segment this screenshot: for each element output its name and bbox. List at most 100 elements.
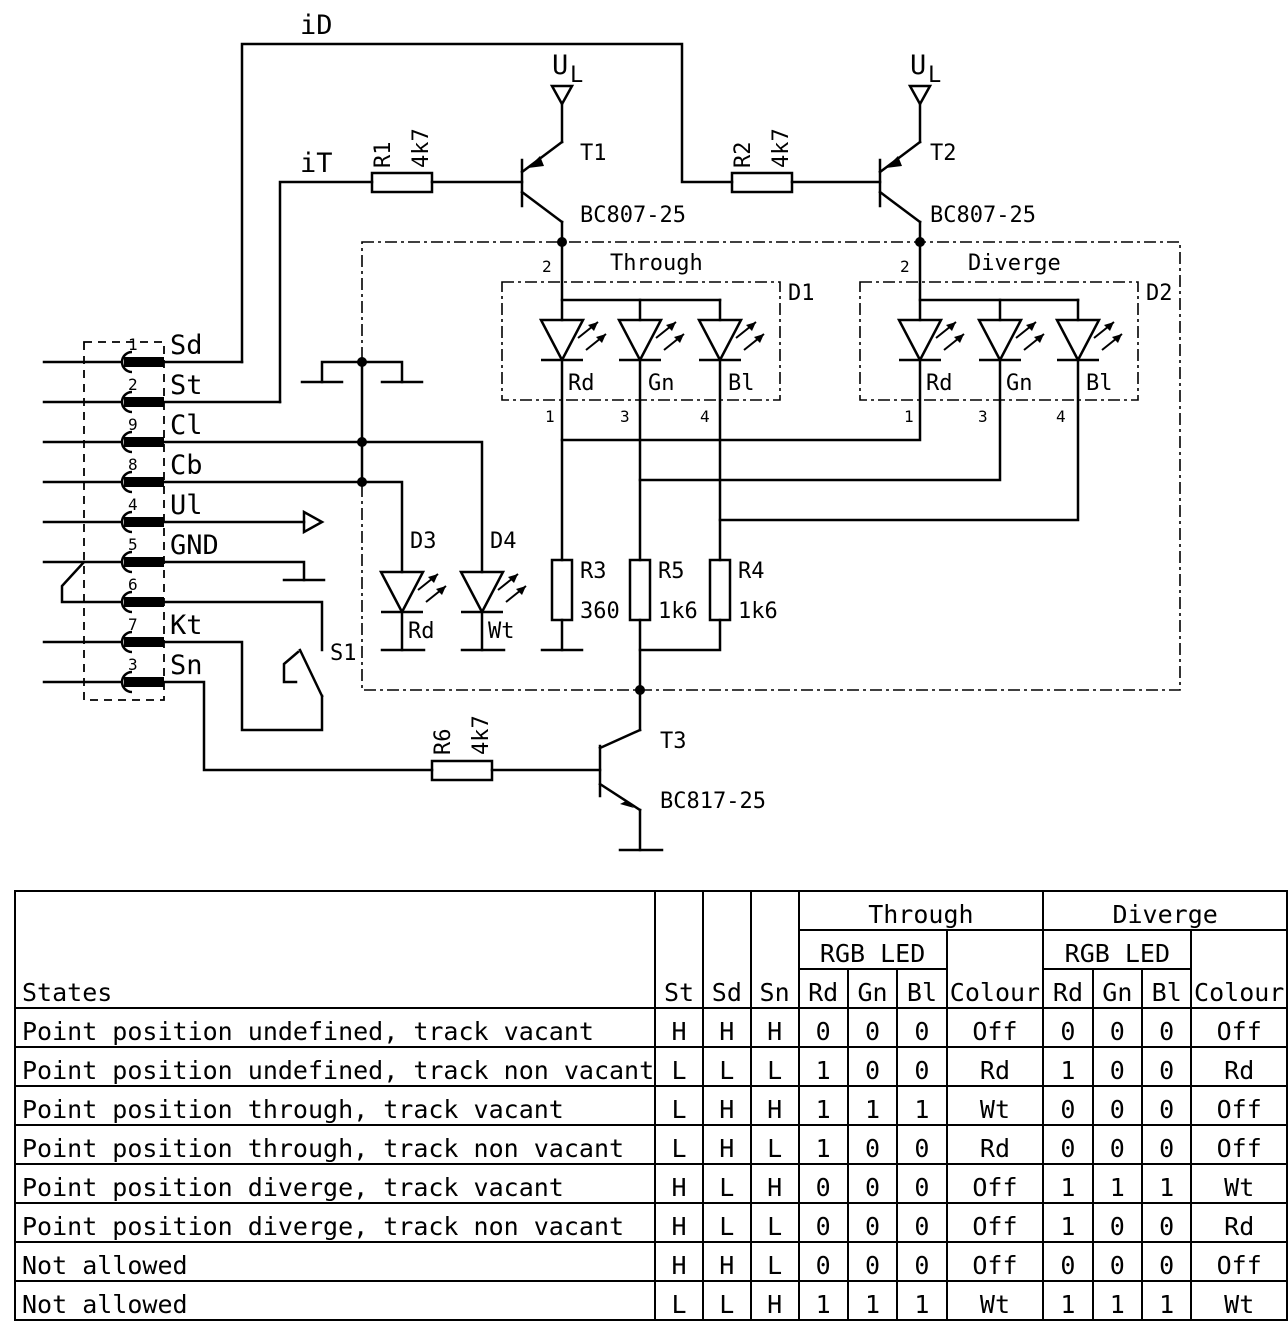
value-cell: 1 [797,1046,849,1087]
r2-value: 4k7 [769,128,794,168]
value-cell: L [701,1163,752,1204]
t1-ref: T1 [580,141,607,166]
wire-it: iT [278,148,374,404]
connector-pin-7: 7 Kt [42,610,324,732]
resistor-r5: R5 1k6 [628,558,698,692]
d1-pin-4: 4 [700,407,710,426]
value-cell: Off [945,1163,1045,1204]
value-cell: 0 [1091,1124,1144,1165]
d2-pin-4: 4 [1056,407,1066,426]
r4-value: 1k6 [738,599,778,624]
svg-text:Cb: Cb [170,450,203,481]
value-cell: 0 [1042,1241,1094,1282]
value-cell: Off [945,1241,1045,1282]
svg-text:Kt: Kt [170,610,203,641]
header-states: States [13,890,657,1009]
value-cell: H [701,1241,752,1282]
value-cell: 0 [846,1202,899,1243]
value-cell: L [749,1241,800,1282]
svg-text:2: 2 [128,375,138,394]
value-cell: H [654,1163,704,1204]
d1-color-rd: Rd [568,371,595,396]
header-diverge-colour: Colour [1190,929,1288,1009]
value-cell: 0 [896,1046,948,1087]
svg-text:St: St [170,370,203,401]
value-cell: 0 [1042,1007,1094,1048]
value-cell: 0 [1141,1124,1193,1165]
r2-ref: R2 [731,142,756,169]
header-sd: Sd [701,890,752,1009]
connector-pin-6: 6 [60,560,324,652]
t2-supply: U [910,50,926,81]
value-cell: 1 [896,1280,948,1321]
t1-supply: U [552,50,568,81]
state-cell: Not allowed [13,1241,657,1282]
svg-text:Sn: Sn [170,650,203,681]
t1-part: BC807-25 [580,203,686,228]
r3-ref: R3 [580,559,607,584]
svg-text:5: 5 [128,535,138,554]
value-cell: L [749,1202,800,1243]
header-diverge: Diverge [1042,890,1288,931]
value-cell: H [701,1007,752,1048]
r4-ref: R4 [738,559,765,584]
value-cell: 0 [1042,1124,1094,1165]
value-cell: H [654,1007,704,1048]
value-cell: H [701,1124,752,1165]
t3-ref: T3 [660,729,687,754]
value-cell: Rd [1190,1046,1288,1087]
value-cell: H [749,1280,800,1321]
connector-pin-5: 5 GND [42,530,326,582]
schematic-diagram: iD iT R1 4k7 U L T1 BC807-25 R2 4k7 [42,10,1181,852]
d1-color-bl: Bl [728,371,755,396]
resistor-r1: R1 4k7 [370,128,524,194]
value-cell: 0 [1141,1007,1193,1048]
connector-pin-3: 3 Sn [42,650,203,694]
d2-pin-3: 3 [978,407,988,426]
svg-text:7: 7 [128,615,138,634]
value-cell: L [654,1085,704,1126]
svg-text:Sd: Sd [170,330,203,361]
value-cell: 0 [1091,1241,1144,1282]
r5-value: 1k6 [658,599,698,624]
state-cell: Point position undefined, track non vaca… [13,1046,657,1087]
value-cell: L [701,1202,752,1243]
connector-pin-9: 9 Cl [42,410,484,574]
vertical-bus [300,357,424,487]
value-cell: H [654,1241,704,1282]
value-cell: 1 [797,1124,849,1165]
state-cell: Point position through, track non vacant [13,1124,657,1165]
value-cell: 0 [1042,1085,1094,1126]
value-cell: 0 [1141,1241,1193,1282]
value-cell: 0 [1091,1085,1144,1126]
r1-value: 4k7 [409,128,434,168]
value-cell: Wt [945,1280,1045,1321]
state-cell: Point position through, track vacant [13,1085,657,1126]
d4-color: Wt [488,619,515,644]
t2-part: BC807-25 [930,203,1036,228]
d3-color: Rd [408,619,435,644]
value-cell: H [749,1163,800,1204]
value-cell: 1 [1042,1046,1094,1087]
truth-table: States St Sd Sn Through Diverge RGB LED … [13,890,1288,1321]
value-cell: 1 [797,1085,849,1126]
d2-pin-2: 2 [900,257,910,276]
header-through-rd: Rd [797,968,849,1009]
value-cell: 0 [896,1007,948,1048]
value-cell: 0 [846,1163,899,1204]
resistor-r3: R3 360 [540,558,620,652]
svg-text:GND: GND [170,530,219,561]
header-through-rgb: RGB LED [797,929,948,970]
d2-color-bl: Bl [1086,371,1113,396]
s1-ref: S1 [330,641,357,666]
d3-ref: D3 [410,529,437,554]
value-cell: Wt [1190,1163,1288,1204]
t2-supply-sub: L [928,63,941,88]
value-cell: Rd [1190,1202,1288,1243]
r6-ref: R6 [431,729,456,756]
table-row: Point position diverge, track non vacant… [13,1202,1288,1243]
